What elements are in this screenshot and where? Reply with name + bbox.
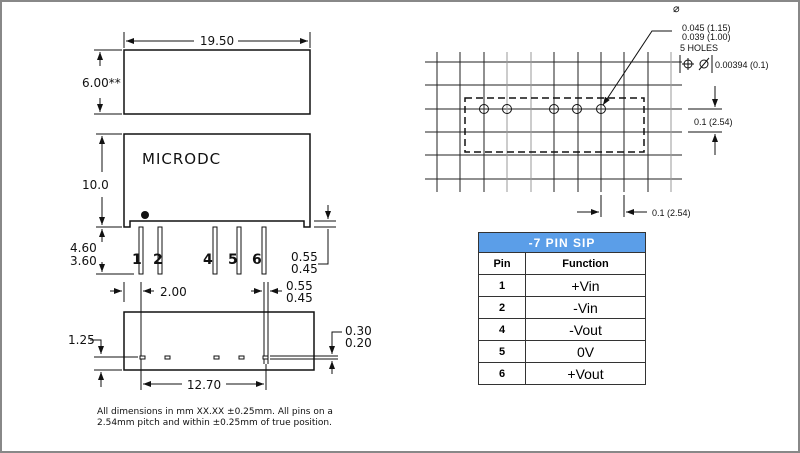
pin-span-dim: 12.70 [187,378,221,392]
svg-text:⌀: ⌀ [673,2,680,15]
pin1-offset-dim: 2.00 [160,285,187,299]
pin1-marker [141,211,149,219]
outline-dashed [464,97,645,153]
body-label: MICRODC [142,150,221,168]
body-outline [123,133,311,228]
position-tolerance: 0.00394 (0.1) [715,60,769,70]
table-row: 2-Vin [478,296,646,319]
pin-cell: 1 [478,274,526,297]
pin-cell: 6 [478,362,526,385]
table-row: 6+Vout [478,362,646,385]
pin-row-dim: 1.25 [68,333,95,347]
pins [138,226,267,275]
hole-count: 5 HOLES [680,43,718,53]
pin-footprints [139,355,269,360]
pin-cell: 4 [478,318,526,341]
function-cell: +Vin [525,274,646,297]
pin-number: 1 [132,252,142,268]
pitch-vertical: 0.1 (2.54) [694,117,733,127]
function-cell: -Vout [525,318,646,341]
standoff-max: 0.55 [291,250,318,264]
pin-length-min: 3.60 [70,254,97,268]
top-view-outline [123,49,311,115]
standoff-min: 0.45 [291,262,318,276]
hole-dia-max: 0.045 (1.15) [682,23,731,33]
hole-dia-min: 0.039 (1.00) [682,32,731,42]
pin-cell: 2 [478,296,526,319]
pin-table: -7 PIN SIP Pin Function 1+Vin 2-Vin 4-Vo… [478,232,646,385]
bottom-view-outline [123,311,315,371]
pin-thickness-min: 0.20 [345,336,372,350]
function-cell: 0V [525,340,646,363]
note-line: 2.54mm pitch and within ±0.25mm of true … [97,418,332,428]
note-line: All dimensions in mm XX.XX ±0.25mm. All … [97,407,333,417]
pin-numbers: 1 2 4 5 6 [132,252,262,268]
function-cell: -Vin [525,296,646,319]
holes [479,104,606,114]
table-row: 4-Vout [478,318,646,341]
pin-number: 5 [228,252,238,268]
column-header-function: Function [525,252,646,275]
pin-length-max: 4.60 [70,241,97,255]
table-row: 1+Vin [478,274,646,297]
pin-width-max: 0.55 [286,279,313,293]
column-header-pin: Pin [478,252,526,275]
body-height-dim: 10.0 [82,178,109,192]
pin-thickness-max: 0.30 [345,324,372,338]
pin-cell: 5 [478,340,526,363]
footprint-grid [425,52,682,192]
dimensions-note: All dimensions in mm XX.XX ±0.25mm. All … [97,407,333,429]
pitch-horizontal: 0.1 (2.54) [652,208,691,218]
table-title: -7 PIN SIP [478,232,646,253]
function-cell: +Vout [525,362,646,385]
pin-number: 4 [203,252,213,268]
pin-width-min: 0.45 [286,291,313,305]
height-dim: 6.00** [82,76,121,90]
pin-number: 6 [252,252,262,268]
width-dim: 19.50 [200,34,234,48]
pin-number: 2 [153,252,163,268]
